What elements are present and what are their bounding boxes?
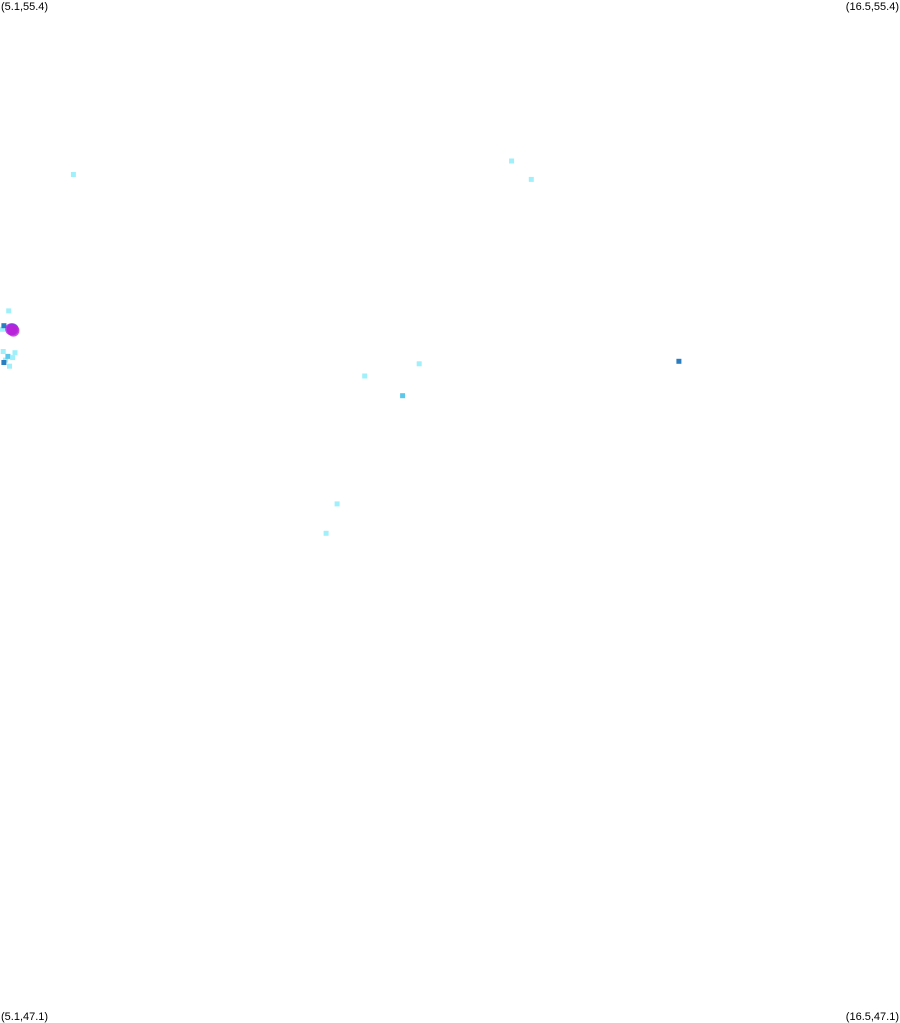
map-marker-square-3[interactable]: [528, 176, 534, 182]
map-marker-square-11[interactable]: [1, 323, 7, 329]
map-marker-square-9[interactable]: [0, 326, 5, 332]
corner-label-bottom-right: (16.5,47.1): [845, 1011, 899, 1023]
map-marker-square-12[interactable]: [1, 360, 7, 365]
map-marker-square-14[interactable]: [10, 355, 16, 361]
map-marker-square-2[interactable]: [509, 158, 515, 164]
map-marker-circle-17[interactable]: [7, 324, 20, 337]
map-marker-square-22[interactable]: [334, 501, 340, 507]
map-marker-square-20[interactable]: [400, 393, 406, 399]
corner-label-top-left: (5.1,55.4): [1, 1, 49, 13]
map-marker-square-18[interactable]: [362, 373, 368, 379]
map-marker-square-7[interactable]: [7, 363, 12, 369]
map-marker-square-13[interactable]: [5, 353, 11, 359]
map-marker-square-1[interactable]: [70, 172, 76, 177]
marker-layer: [0, 158, 682, 536]
corner-label-bottom-left: (5.1,47.1): [1, 1011, 49, 1023]
map-marker-square-23[interactable]: [323, 530, 329, 536]
map-marker-square-21[interactable]: [676, 358, 682, 364]
corner-label-top-right: (16.5,55.4): [845, 1, 899, 13]
map-marker-square-19[interactable]: [416, 361, 422, 367]
map-marker-square-5[interactable]: [0, 349, 6, 354]
map-marker-square-4[interactable]: [6, 308, 12, 314]
map-marker-square-8[interactable]: [12, 350, 18, 356]
